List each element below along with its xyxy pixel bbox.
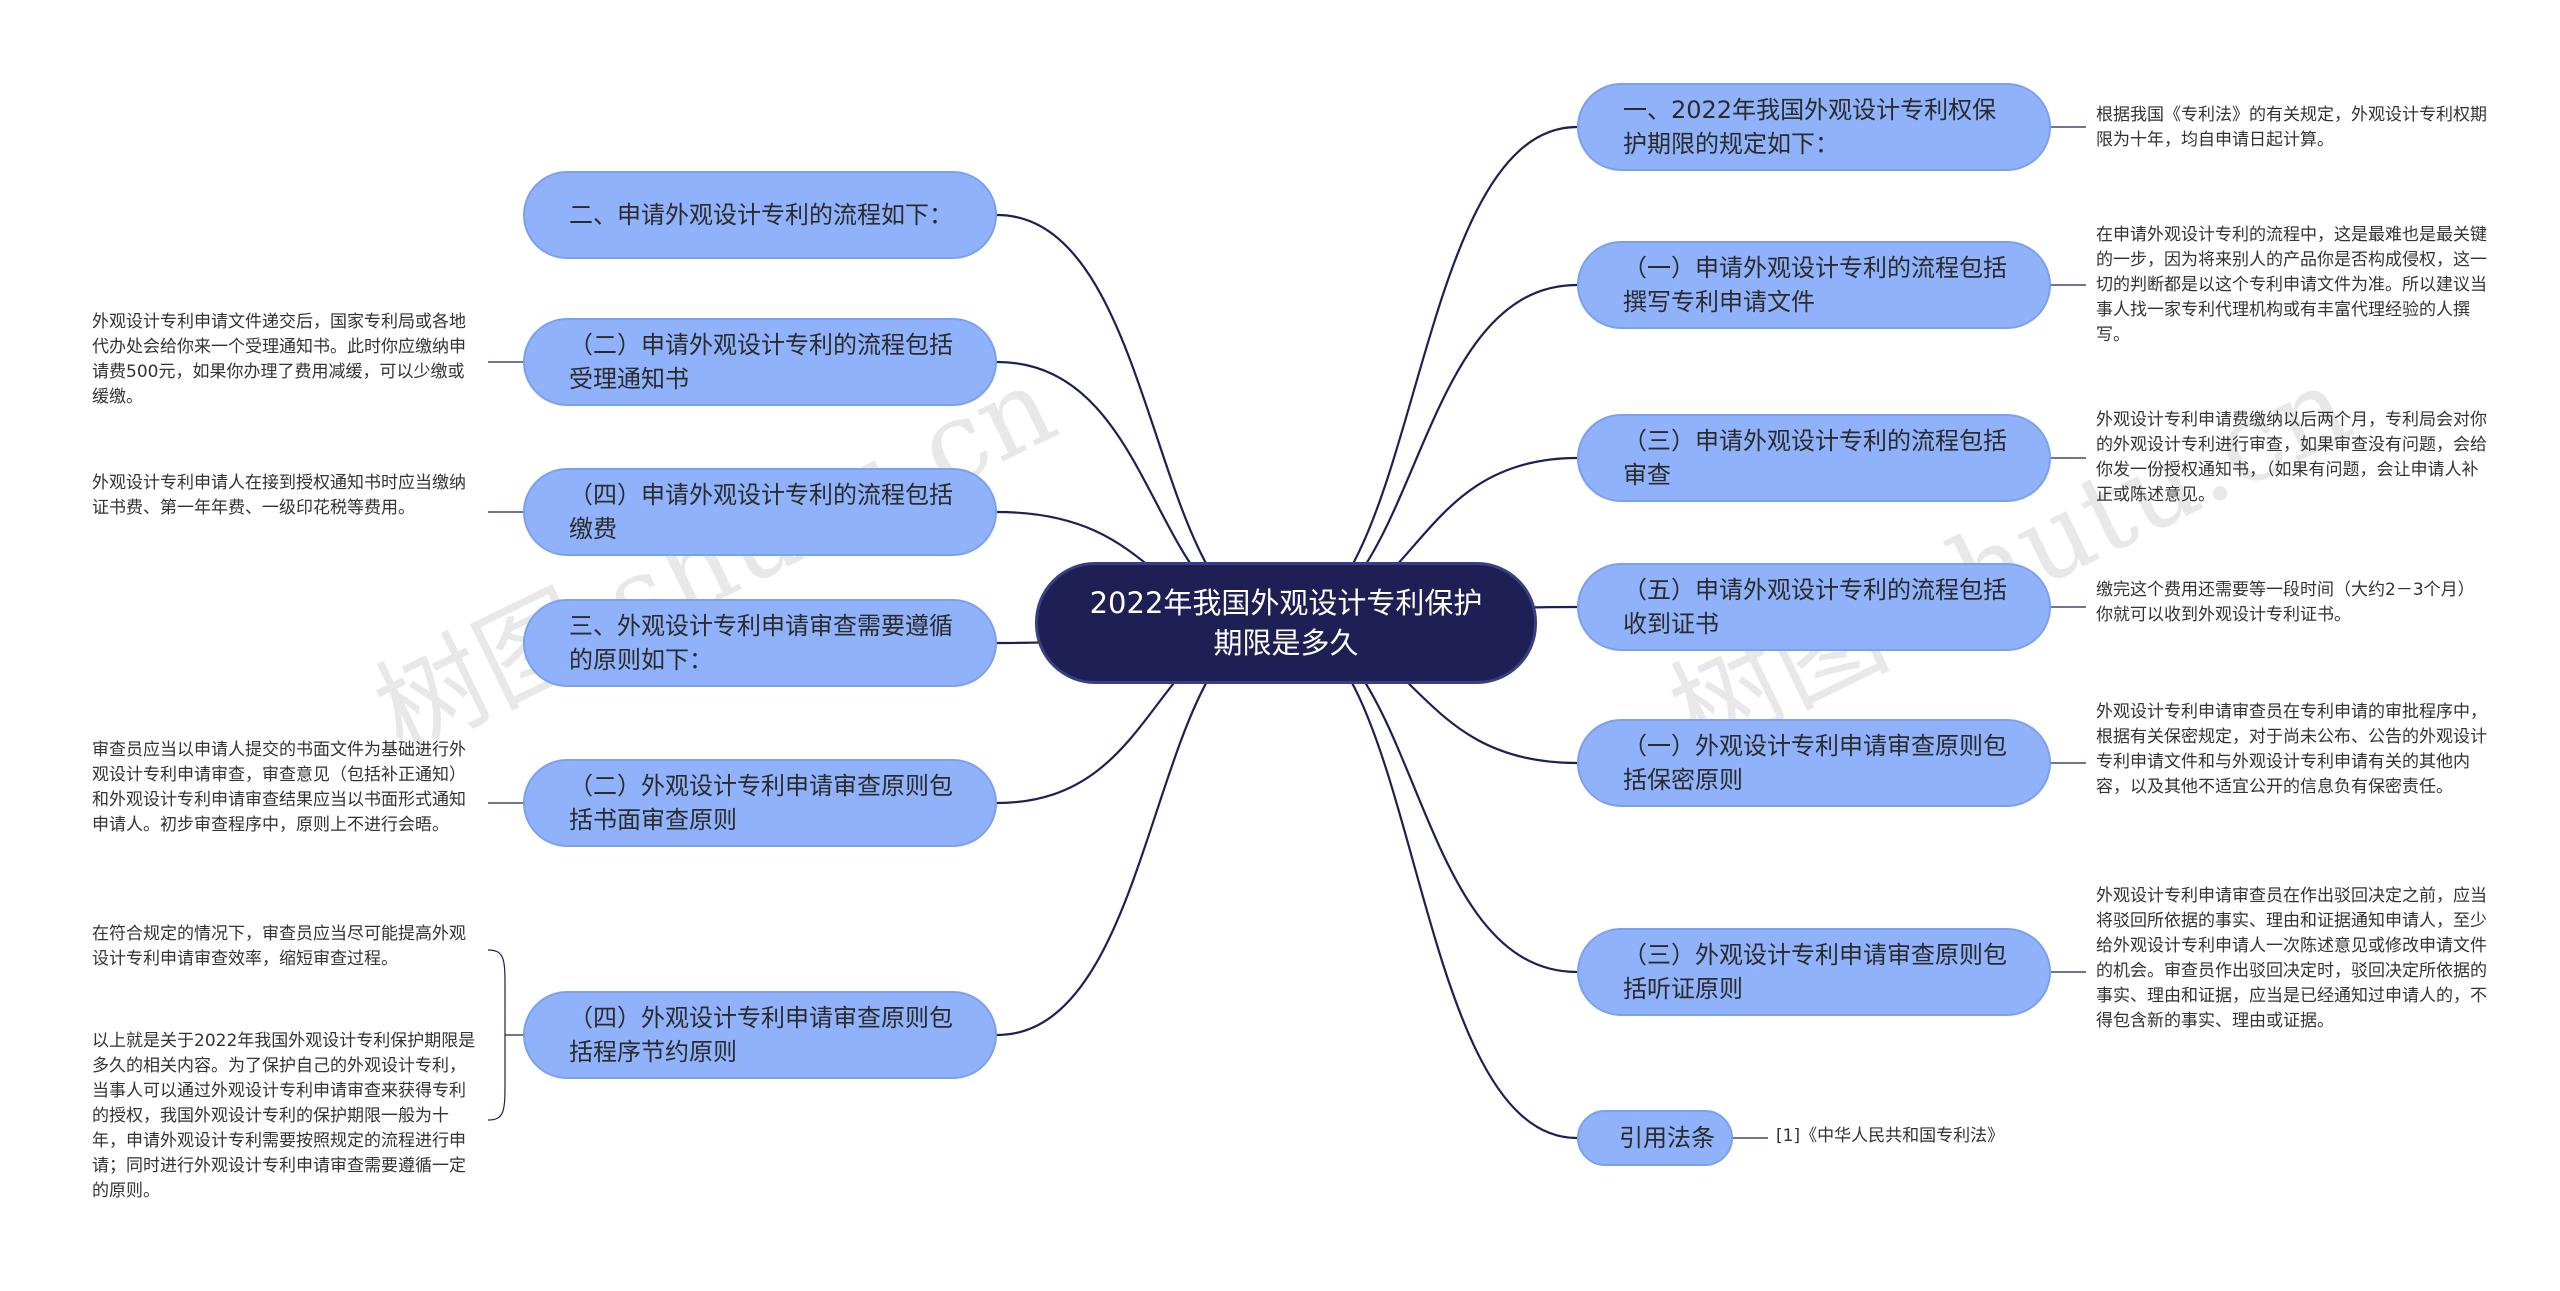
note-r4: 缴完这个费用还需要等一段时间（大约2－3个月）你就可以收到外观设计专利证书。 <box>2096 580 2475 625</box>
branch-node-r4[interactable]: （五）申请外观设计专利的流程包括收到证书 <box>1577 563 2051 651</box>
note-r3: 外观设计专利申请费缴纳以后两个月，专利局会对你的外观设计专利进行审查，如果审查没… <box>2096 410 2487 505</box>
branch-node-r3[interactable]: （三）申请外观设计专利的流程包括审查 <box>1577 414 2051 502</box>
note-l6a: 在符合规定的情况下，审查员应当尽可能提高外观设计专利申请审查效率，缩短审查过程。 <box>92 924 466 969</box>
branch-node-l6[interactable]: （四）外观设计专利申请审查原则包括程序节约原则 <box>523 991 997 1079</box>
note-l2: 外观设计专利申请文件递交后，国家专利局或各地代办处会给你来一个受理通知书。此时你… <box>92 312 466 407</box>
branch-node-l2[interactable]: （二）申请外观设计专利的流程包括受理通知书 <box>523 318 997 406</box>
branch-node-l3[interactable]: （四）申请外观设计专利的流程包括缴费 <box>523 468 997 556</box>
connector-left-6 <box>996 621 1281 1037</box>
connector-right-7 <box>1279 621 1578 1140</box>
central-topic[interactable]: 2022年我国外观设计专利保护期限是多久 <box>1035 562 1537 684</box>
connector-right-1 <box>1279 125 1578 625</box>
note-r1: 根据我国《专利法》的有关规定，外观设计专利权期限为十年，均自申请日起计算。 <box>2096 105 2487 150</box>
branch-node-r1[interactable]: 一、2022年我国外观设计专利权保护期限的规定如下： <box>1577 83 2051 171</box>
note-r7: [1]《中华人民共和国专利法》 <box>1776 1126 2005 1146</box>
branch-node-r6[interactable]: （三）外观设计专利申请审查原则包括听证原则 <box>1577 928 2051 1016</box>
note-l5: 审查员应当以申请人提交的书面文件为基础进行外观设计专利申请审查，审查意见（包括补… <box>92 740 466 835</box>
note-connector-brace <box>487 949 506 1121</box>
branch-node-r2[interactable]: （一）申请外观设计专利的流程包括撰写专利申请文件 <box>1577 241 2051 329</box>
branch-node-r5[interactable]: （一）外观设计专利申请审查原则包括保密原则 <box>1577 719 2051 807</box>
note-l6b: 以上就是关于2022年我国外观设计专利保护期限是多久的相关内容。为了保护自己的外… <box>92 1031 476 1201</box>
branch-node-r7[interactable]: 引用法条 <box>1577 1110 1733 1166</box>
note-l3: 外观设计专利申请人在接到授权通知书时应当缴纳证书费、第一年年费、一级印花税等费用… <box>92 473 466 518</box>
branch-node-l1[interactable]: 二、申请外观设计专利的流程如下： <box>523 171 997 259</box>
note-r2: 在申请外观设计专利的流程中，这是最难也是最关键的一步，因为将来别人的产品你是否构… <box>2096 225 2487 345</box>
branch-node-l4[interactable]: 三、外观设计专利申请审查需要遵循的原则如下： <box>523 599 997 687</box>
note-r6: 外观设计专利申请审查员在作出驳回决定之前，应当将驳回所依据的事实、理由和证据通知… <box>2096 886 2487 1031</box>
note-r5: 外观设计专利申请审查员在专利申请的审批程序中，根据有关保密规定，对于尚未公布、公… <box>2096 702 2487 797</box>
branch-node-l5[interactable]: （二）外观设计专利申请审查原则包括书面审查原则 <box>523 759 997 847</box>
